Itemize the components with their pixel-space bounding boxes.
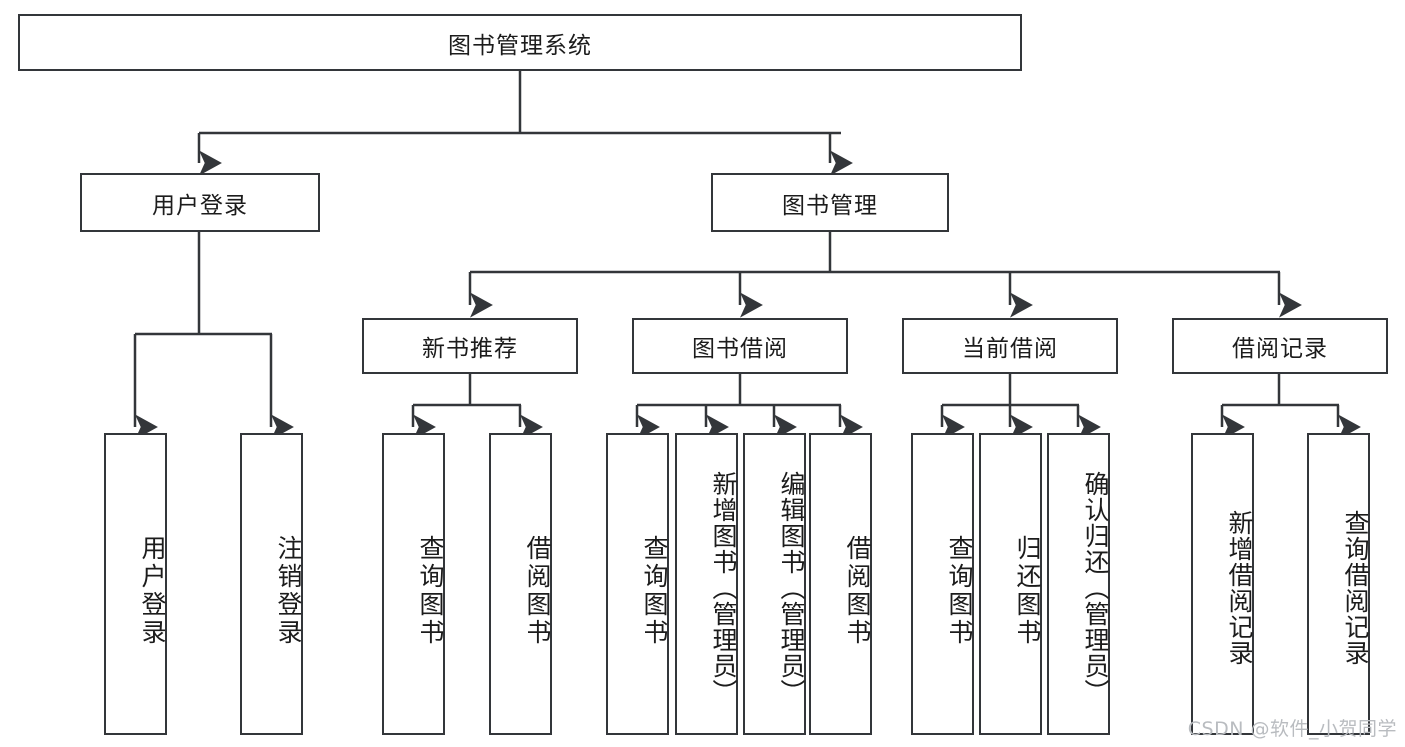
- node-new-book-recommend-label: 新书推荐: [422, 336, 518, 362]
- node-root-label: 图书管理系统: [448, 32, 592, 59]
- leaf-user-logout[interactable]: 注销登录: [240, 433, 303, 735]
- leaf-return-book-label: 归还图书: [1013, 535, 1042, 647]
- leaf-query-book-1-label: 查询图书: [416, 535, 445, 647]
- leaf-edit-book[interactable]: 编辑图书（管理员）: [743, 433, 806, 735]
- leaf-edit-book-label: 编辑图书（管理员）: [777, 471, 806, 705]
- leaf-query-book-2-label: 查询图书: [640, 535, 669, 647]
- leaf-borrow-book-1-label: 借阅图书: [523, 535, 552, 647]
- leaf-add-book[interactable]: 新增图书（管理员）: [675, 433, 738, 735]
- node-new-book-recommend[interactable]: 新书推荐: [362, 318, 578, 374]
- csdn-watermark: CSDN @软件_小贺同学: [1187, 718, 1397, 740]
- node-book-borrow-label: 图书借阅: [692, 336, 788, 362]
- node-borrow-record[interactable]: 借阅记录: [1172, 318, 1388, 374]
- leaf-query-record[interactable]: 查询借阅记录: [1307, 433, 1370, 735]
- leaf-borrow-book-2-label: 借阅图书: [843, 535, 872, 647]
- leaf-return-book[interactable]: 归还图书: [979, 433, 1042, 735]
- leaf-user-login[interactable]: 用户登录: [104, 433, 167, 735]
- leaf-query-book-3[interactable]: 查询图书: [911, 433, 974, 735]
- leaf-confirm-return[interactable]: 确认归还（管理员）: [1047, 433, 1110, 735]
- leaf-borrow-book-1[interactable]: 借阅图书: [489, 433, 552, 735]
- leaf-add-record-label: 新增借阅记录: [1225, 510, 1254, 666]
- leaf-add-record[interactable]: 新增借阅记录: [1191, 433, 1254, 735]
- leaf-query-book-3-label: 查询图书: [945, 535, 974, 647]
- node-book-manage-label: 图书管理: [782, 192, 878, 219]
- leaf-confirm-return-label: 确认归还（管理员）: [1081, 471, 1110, 705]
- leaf-query-record-label: 查询借阅记录: [1341, 510, 1370, 666]
- node-current-borrow-label: 当前借阅: [962, 336, 1058, 362]
- node-user-login-label: 用户登录: [152, 192, 248, 219]
- leaf-user-logout-label: 注销登录: [274, 535, 303, 647]
- leaf-add-book-label: 新增图书（管理员）: [709, 471, 738, 705]
- node-user-login[interactable]: 用户登录: [80, 173, 320, 232]
- node-root[interactable]: 图书管理系统: [18, 14, 1022, 71]
- node-book-manage[interactable]: 图书管理: [711, 173, 949, 232]
- node-borrow-record-label: 借阅记录: [1232, 336, 1328, 362]
- leaf-user-login-label: 用户登录: [138, 535, 167, 647]
- leaf-borrow-book-2[interactable]: 借阅图书: [809, 433, 872, 735]
- node-book-borrow[interactable]: 图书借阅: [632, 318, 848, 374]
- leaf-query-book-2[interactable]: 查询图书: [606, 433, 669, 735]
- node-current-borrow[interactable]: 当前借阅: [902, 318, 1118, 374]
- leaf-query-book-1[interactable]: 查询图书: [382, 433, 445, 735]
